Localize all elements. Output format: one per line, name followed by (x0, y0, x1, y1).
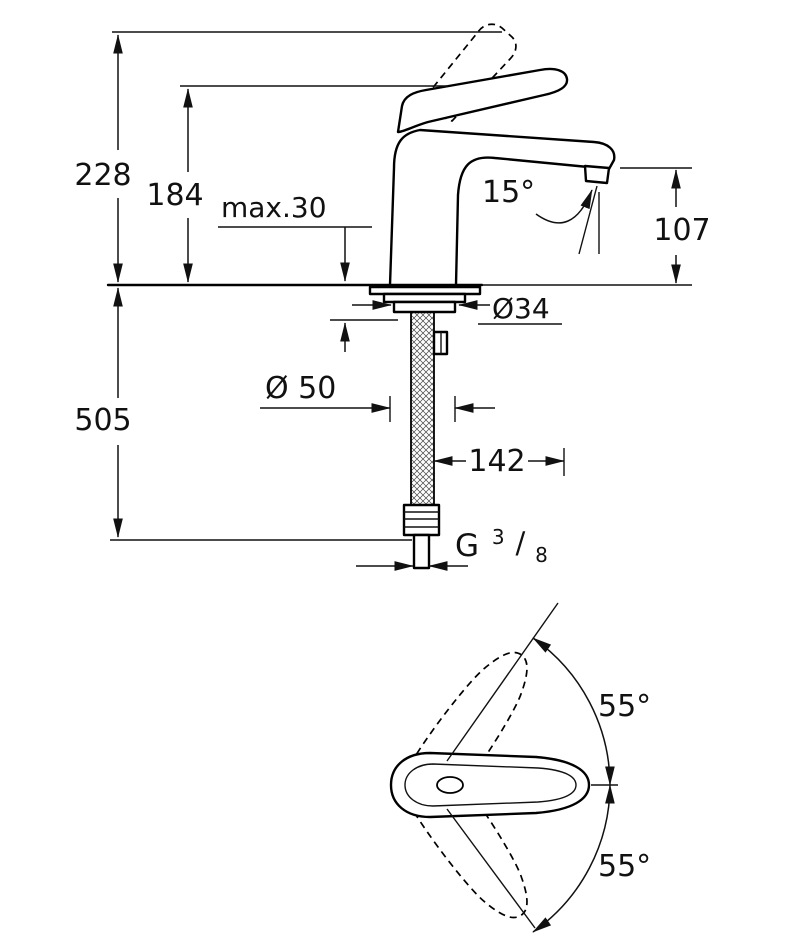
dim-107: 107 (620, 167, 711, 284)
top-view: 55° 55° (389, 602, 651, 933)
dim-max30: max.30 (218, 191, 398, 352)
lever-rest (396, 67, 569, 134)
dim-dia34: Ø34 (352, 292, 562, 325)
faucet-body (388, 128, 616, 287)
dim-label-184: 184 (146, 178, 203, 213)
dim-15deg: 15° (482, 175, 600, 255)
side-view: 228 184 max.30 15° 10 (74, 23, 711, 571)
dim-label-dia34: Ø34 (492, 292, 550, 325)
lever-raised-dashed (417, 23, 517, 122)
spout-aerator (583, 164, 611, 185)
dim-label-142: 142 (468, 444, 525, 479)
faucet-outline (388, 67, 616, 287)
dim-505: 505 (74, 287, 412, 541)
dim-142: 142 (433, 444, 565, 479)
handle-top-view (389, 751, 591, 819)
hose-tube (412, 533, 431, 570)
dim-swivel-upper: 55° (446, 602, 651, 786)
dim-g38: G 3 / 8 (356, 516, 548, 571)
dim-label-107: 107 (653, 213, 710, 248)
dim-label-swivel-upper: 55° (598, 689, 651, 724)
dim-label-228: 228 (74, 158, 131, 193)
dim-label-swivel-lower: 55° (598, 849, 651, 884)
dim-label-g-thread: G 3 / 8 (455, 516, 548, 567)
dim-label-15deg: 15° (482, 175, 535, 210)
supply-hose (402, 503, 441, 570)
dim-dia50: Ø 50 (260, 371, 495, 422)
handle-detail-oval (436, 776, 464, 794)
dim-label-dia50: Ø 50 (265, 371, 336, 406)
hose-nut (402, 503, 441, 537)
dim-184: 184 (146, 85, 448, 283)
dim-label-max30: max.30 (221, 191, 327, 224)
dim-228: 228 (74, 31, 502, 283)
dim-label-505: 505 (74, 403, 131, 438)
threaded-shank (410, 311, 435, 506)
dim-swivel-lower: 55° (446, 784, 651, 933)
mounting-hardware (368, 285, 482, 506)
